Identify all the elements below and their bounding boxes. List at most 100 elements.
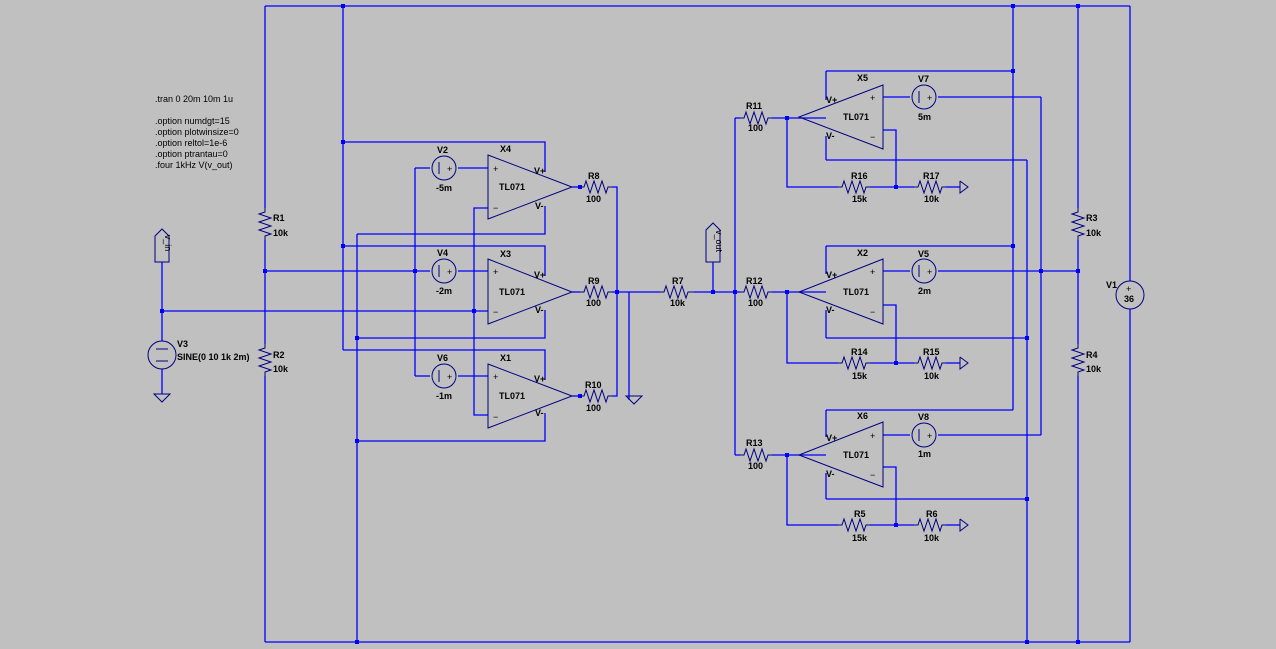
net-label-vin[interactable]: v_in [154,228,173,263]
source-name: V7 [918,74,929,84]
resistor-r10[interactable]: R10 100 [580,380,612,413]
opamp-name: X1 [500,353,511,363]
svg-text:+: + [493,164,498,174]
source-value: -2m [436,286,452,296]
opamp-model: TL071 [843,112,869,122]
resistor-name: R3 [1086,213,1098,223]
source-value: 5m [918,112,931,122]
spice-directives[interactable]: .tran 0 20m 10m 1u .option numdgt=15 .op… [155,94,239,170]
opamp-vminus: V- [535,408,544,418]
opamp-vminus: V- [535,305,544,315]
resistor-name: R12 [746,276,763,286]
source-value: -5m [436,183,452,193]
resistor-r1[interactable]: R1 10k [257,208,289,240]
opamp-model: TL071 [499,182,525,192]
svg-text:+: + [493,267,498,277]
opamp-vplus: V+ [826,270,837,280]
resistor-r13[interactable]: R13 100 [740,438,772,471]
resistor-value: 100 [586,194,601,204]
source-v6[interactable]: + V6 -1m [431,353,457,401]
resistor-r14[interactable]: R14 15k [838,347,870,381]
net-label-vout[interactable]: v_out [705,222,724,263]
resistor-r8[interactable]: R8 100 [580,171,612,204]
opamp-model: TL071 [843,450,869,460]
resistor-name: R14 [851,347,868,357]
ground-symbol [152,393,644,405]
source-v5[interactable]: + V5 2m [911,249,937,296]
svg-text:+: + [927,93,932,103]
junctions [160,4,1080,644]
source-name: V8 [918,412,929,422]
source-name: V3 [177,339,188,349]
opamp-model: TL071 [499,391,525,401]
opamp-x1[interactable]: + − X1 TL071 V+ V- [487,353,574,429]
resistor-r5[interactable]: R5 15k [838,509,870,543]
source-value: 2m [918,286,931,296]
source-name: V6 [437,353,448,363]
svg-text:+: + [493,372,498,382]
source-v1-supply[interactable]: + 36 V1 [1106,280,1145,310]
source-v8[interactable]: + V8 1m [911,412,937,459]
directive-tran: .tran 0 20m 10m 1u [155,94,233,104]
resistor-value: 10k [273,364,289,374]
opamp-vminus: V- [826,131,835,141]
net-label-vin-text: v_in [163,235,173,252]
resistor-name: R2 [273,350,285,360]
source-v2[interactable]: + V2 -5m [431,145,457,193]
directive-numdgt: .option numdgt=15 [155,116,230,126]
resistor-name: R15 [923,347,940,357]
svg-text:+: + [1126,284,1131,294]
svg-text:+: + [927,267,932,277]
opamp-x3[interactable]: + − X3 TL071 V+ V- [487,249,574,325]
resistor-r17[interactable]: R17 10k [914,171,946,204]
svg-text:+: + [447,267,452,277]
opamp-name: X3 [500,249,511,259]
source-name: V1 [1106,280,1117,290]
svg-text:+: + [447,164,452,174]
svg-text:−: − [493,412,498,422]
source-v3-sine[interactable]: V3 SINE(0 10 1k 2m) [147,339,250,370]
resistor-r3[interactable]: R3 10k [1070,208,1102,240]
svg-text:+: + [870,93,875,103]
resistor-name: R8 [588,171,600,181]
resistor-r6[interactable]: R6 10k [914,509,946,543]
svg-text:+: + [447,372,452,382]
opamp-vminus: V- [826,469,835,479]
opamp-name: X6 [857,411,868,421]
resistor-r16[interactable]: R16 15k [838,171,870,204]
opamp-x5[interactable]: + − X5 TL071 V+ V- [797,73,884,150]
resistor-value: 15k [852,371,868,381]
opamp-x4[interactable]: + − X4 TL071 V+ V- [487,144,574,220]
svg-text:−: − [493,307,498,317]
resistor-r9[interactable]: R9 100 [580,276,612,308]
svg-text:−: − [870,307,875,317]
resistor-value: 10k [1086,228,1102,238]
opamp-vplus: V+ [826,95,837,105]
source-v4[interactable]: + V4 -2m [431,248,457,296]
opamp-x6[interactable]: + − X6 TL071 V+ V- [797,411,884,488]
opamp-model: TL071 [499,287,525,297]
net-label-vout-text: v_out [714,230,724,253]
opamp-vminus: V- [826,305,835,315]
source-name: V2 [437,145,448,155]
source-v7[interactable]: + V7 5m [911,74,937,122]
resistor-value: 100 [748,123,763,133]
opamp-vplus: V+ [534,374,545,384]
resistor-r4[interactable]: R4 10k [1070,344,1102,376]
resistor-r2[interactable]: R2 10k [257,344,289,376]
opamp-model: TL071 [843,287,869,297]
resistor-name: R5 [854,509,866,519]
resistor-name: R10 [585,380,602,390]
opamp-x2[interactable]: + − X2 TL071 V+ V- [797,248,884,325]
resistor-name: R13 [746,438,763,448]
opamp-vplus: V+ [826,433,837,443]
resistor-name: R17 [923,171,940,181]
resistor-r7[interactable]: R7 10k [660,276,694,308]
resistor-value: 15k [852,194,868,204]
resistor-name: R7 [672,276,684,286]
resistor-r15[interactable]: R15 10k [914,347,946,381]
opamp-vminus: V- [535,201,544,211]
resistor-r12[interactable]: R12 100 [740,276,772,308]
resistor-r11[interactable]: R11 100 [740,101,772,133]
svg-text:−: − [870,132,875,142]
